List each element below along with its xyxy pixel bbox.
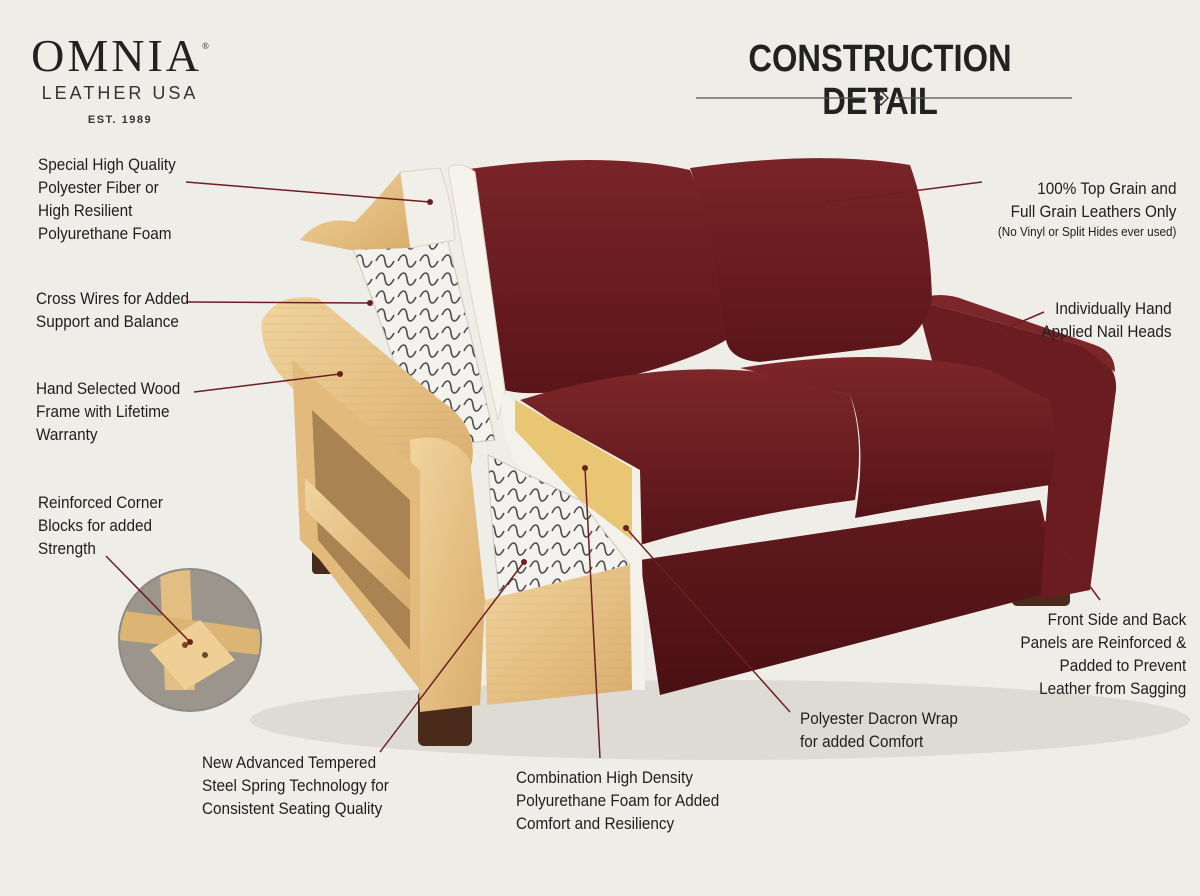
callout-wood-frame: Hand Selected Wood Frame with Lifetime W… (36, 379, 181, 444)
dot-nail-heads (999, 327, 1005, 333)
sofa-front-panel (640, 500, 1060, 695)
back-fiber-top (399, 167, 456, 249)
callout-fiber: Special High Quality Polyester Fiber or … (38, 155, 176, 243)
brand-logo: OMNIA® LEATHER USA EST. 1989 (20, 22, 220, 127)
title-divider-diamond-inner (878, 95, 884, 101)
dot-panels (1041, 521, 1047, 527)
callout-leather-note: (No Vinyl or Split Hides ever used) (997, 224, 1176, 239)
back-cushion-left (462, 160, 726, 394)
registered-mark: ® (202, 41, 209, 51)
dot-fiber (427, 199, 433, 205)
callout-leather-text: 100% Top Grain and Full Grain Leathers O… (1010, 179, 1176, 221)
callout-cross-wires: Cross Wires for Added Support and Balanc… (36, 289, 190, 331)
brand-name: OMNIA® (31, 30, 209, 81)
brand-subtitle: LEATHER USA (41, 83, 199, 103)
wood-back-rail (300, 172, 410, 250)
seat-cushion-right (740, 356, 1055, 518)
wood-arm-post (410, 437, 485, 712)
seat-foam-core (515, 400, 632, 540)
leader-wood-frame (193, 373, 341, 393)
leader-springs (379, 561, 525, 753)
leader-corner-blocks (105, 555, 191, 643)
floor-shadow (250, 680, 1190, 760)
leader-nail-heads (1001, 311, 1045, 331)
right-arm-top (916, 295, 1115, 372)
callout-panels: Front Side and Back Panels are Reinforce… (1020, 610, 1186, 698)
callout-dacron: Polyester Dacron Wrap for added Comfort (800, 709, 958, 751)
callout-nail-heads: Individually Hand Applied Nail Heads (1041, 299, 1172, 341)
back-fiber-layer (447, 164, 506, 421)
leader-cross-wires (185, 301, 371, 304)
seat-cushion-left (520, 369, 859, 545)
leader-fiber (185, 181, 431, 203)
page-title: CONSTRUCTION DETAIL (748, 38, 1012, 123)
dot-cross-wires (367, 300, 373, 306)
back-cushion-right (690, 158, 932, 362)
dot-corner-blocks (187, 639, 193, 645)
back-spring-section (349, 229, 496, 449)
dot-dacron (623, 525, 629, 531)
callout-foam: Combination High Density Polyurethane Fo… (516, 768, 720, 833)
brand-established: EST. 1989 (87, 114, 153, 126)
leader-panels (1043, 523, 1101, 601)
dot-wood-frame (337, 371, 343, 377)
dot-foam (582, 465, 588, 471)
leader-foam (584, 467, 601, 759)
title-divider-diamond (873, 90, 889, 106)
dot-springs (521, 559, 527, 565)
wood-side-window (312, 410, 410, 650)
leader-leather (827, 181, 983, 203)
callout-leather: 100% Top Grain and Full Grain Leathers O… (997, 154, 1176, 264)
dot-leather (825, 199, 831, 205)
leader-dacron (625, 527, 791, 713)
callout-corner-blocks: Reinforced Corner Blocks for added Stren… (38, 493, 164, 558)
callout-springs: New Advanced Tempered Steel Spring Techn… (202, 753, 389, 818)
wood-lower-rail (305, 478, 410, 610)
